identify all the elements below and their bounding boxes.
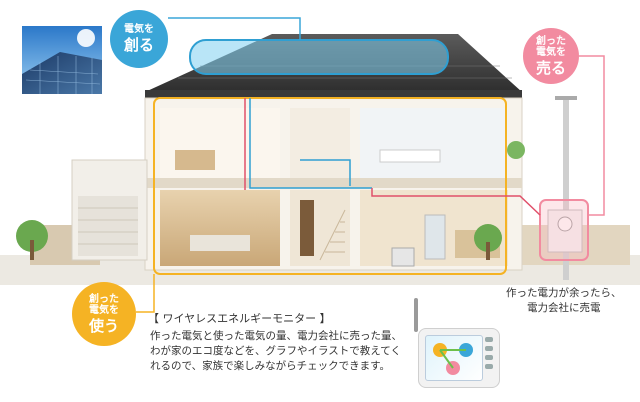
monitor-desc-line: 作った電気と使った電気の量、電力会社に売った量、 [150, 330, 402, 342]
use-electricity-bubble: 創った 電気を 使う [72, 282, 136, 346]
create-bubble-small: 電気を [124, 24, 154, 36]
monitor-desc-line: れるので、家族で楽しみながらチェックできます。 [150, 360, 391, 372]
garage [71, 159, 148, 261]
sell-note-line: 電力会社に売電 [527, 302, 601, 314]
create-electricity-bubble: 電気を 創る [110, 10, 168, 68]
sell-bubble-big: 売る [535, 58, 566, 77]
monitor-title: 【 ワイヤレスエネルギーモニター 】 [148, 312, 331, 325]
use-bubble-line1: 創った [89, 293, 119, 305]
meter-frame [539, 199, 589, 261]
sell-electricity-bubble: 創った 電気を 売る [523, 28, 579, 84]
solar-panel-photo [22, 26, 102, 94]
trees [16, 141, 525, 260]
sell-note: 作った電力が余ったら、 電力会社に売電 [506, 286, 622, 316]
monitor-antenna [414, 298, 418, 332]
use-bubble-big: 使う [88, 316, 119, 335]
utility-pole [547, 96, 583, 280]
connector-lines [136, 17, 605, 313]
panel-highlight-frame [189, 39, 449, 75]
monitor-buttons [485, 337, 495, 373]
sell-bubble-line2: 電気を [536, 46, 566, 58]
house-use-frame [153, 97, 507, 275]
house-body [144, 97, 523, 271]
monitor-desc-line: わが家のエコ度などを、グラフやイラストで教えてく [150, 345, 401, 357]
monitor-screen [425, 335, 483, 381]
use-bubble-line2: 電気を [89, 304, 119, 316]
create-bubble-big: 創る [123, 36, 154, 55]
sell-note-line: 作った電力が余ったら、 [506, 287, 622, 299]
monitor-description: 作った電気と使った電気の量、電力会社に売った量、 わが家のエコ度などを、グラフや… [150, 329, 402, 374]
monitor-screen-graphic [433, 343, 473, 375]
sell-bubble-line1: 創った [536, 35, 566, 47]
energy-monitor-device [418, 328, 500, 388]
